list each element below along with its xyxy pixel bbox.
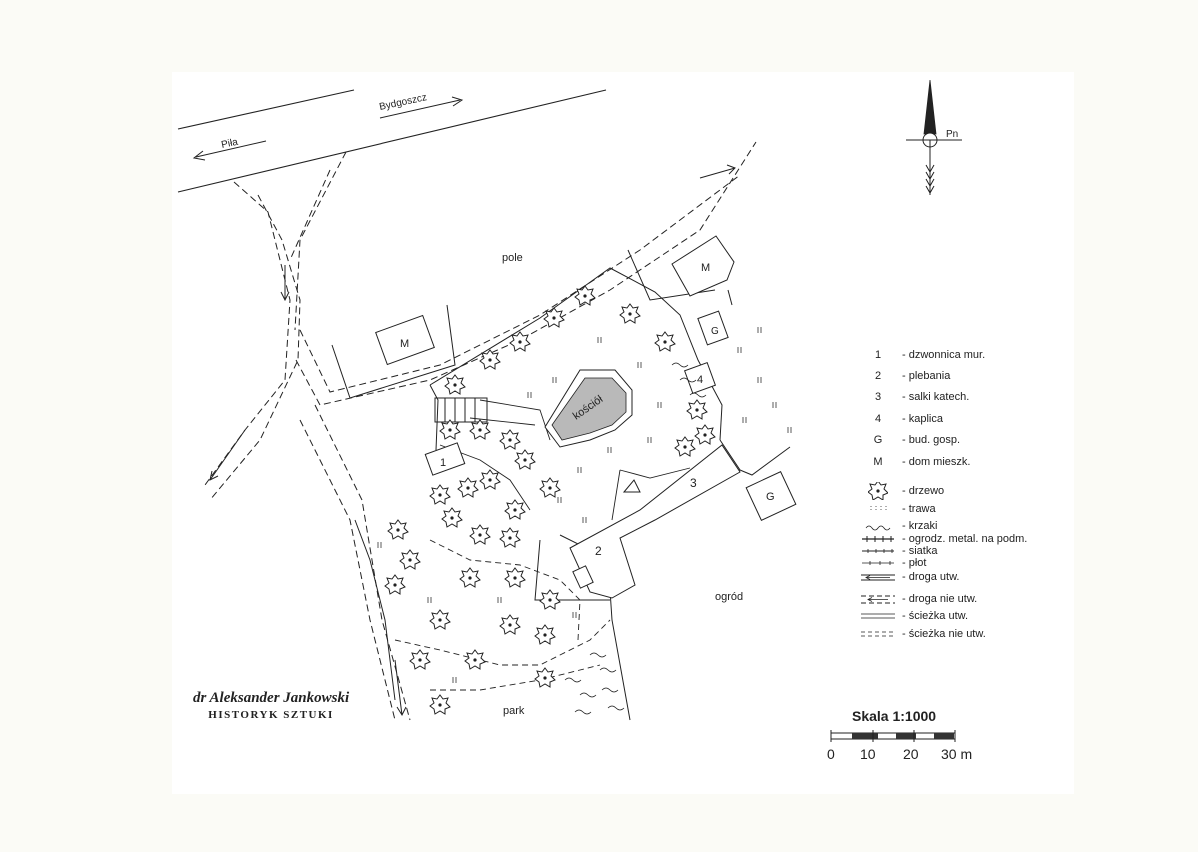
building-2-presbytery xyxy=(569,444,741,599)
road-label-bydgoszcz: Bydgoszcz xyxy=(378,92,428,113)
farm-building-g2 xyxy=(745,470,797,522)
author-title: HISTORYK SZTUKI xyxy=(208,709,334,721)
legend-row-grass: - trawa xyxy=(854,499,936,519)
scale-tick-30: 30 m xyxy=(941,746,973,762)
legend-text-paved-road: - droga utw. xyxy=(902,571,960,583)
building-3-label: 3 xyxy=(690,476,697,490)
legend-text-unpaved-path: - ścieżka nie utw. xyxy=(902,628,986,640)
map-sheet xyxy=(172,72,1074,794)
legend-key-1: 1 xyxy=(874,349,882,361)
field-label: pole xyxy=(502,252,523,264)
legend-row-3: 3 - salki katech. xyxy=(854,387,969,407)
house-m1 xyxy=(375,314,435,366)
scale-tick-0: 0 xyxy=(827,746,835,762)
park-label: park xyxy=(503,705,525,717)
legend-row-4: 4 - kaplica xyxy=(854,409,943,429)
building-4-chapel xyxy=(683,361,717,395)
legend-text-m: - dom mieszk. xyxy=(902,456,971,468)
legend-text-unpaved-road: - droga nie utw. xyxy=(902,593,978,605)
building-4-label: 4 xyxy=(697,374,703,386)
legend-text-metal-fence: - ogrodz. metal. na podm. xyxy=(902,533,1028,545)
building-1-label: 1 xyxy=(440,457,446,469)
legend-text-3: - salki katech. xyxy=(902,391,970,403)
garden-label: ogród xyxy=(715,591,743,603)
scale-ticks: 0 10 20 30 m xyxy=(826,746,986,768)
author-stamp: dr Aleksander Jankowski HISTORYK SZTUKI xyxy=(193,690,349,721)
legend-text-bush: - krzaki xyxy=(902,520,938,532)
paved-road-icon xyxy=(861,574,895,581)
house-m1-label: M xyxy=(400,338,409,350)
legend-text-tree: - drzewo xyxy=(902,485,945,497)
scale-bar: Skala 1:1000 0 10 20 30 m xyxy=(826,708,986,768)
building-1-belfry xyxy=(424,442,466,476)
legend-row-mesh: - siatka xyxy=(854,541,937,561)
legend-text-4: - kaplica xyxy=(902,413,943,425)
tree-icon xyxy=(868,482,888,500)
legend-text-1: - dzwonnica mur. xyxy=(902,349,986,361)
church-building xyxy=(544,369,633,448)
unpaved-path-icon xyxy=(861,631,895,637)
legend-row-unpaved-road: - droga nie utw. xyxy=(854,589,977,609)
legend-key-2: 2 xyxy=(874,370,882,382)
scale-title: Skala 1:1000 xyxy=(852,708,937,724)
unpaved-paths xyxy=(394,539,611,691)
scale-bar-graphic xyxy=(830,730,956,742)
legend-row-unpaved-path: - ścieżka nie utw. xyxy=(854,624,986,644)
legend-row-metal-fence: - ogrodz. metal. na podm. xyxy=(854,529,1027,549)
legend-row-paved-path: - ścieżka utw. xyxy=(854,606,968,626)
north-arrow-icon xyxy=(906,79,962,195)
main-road xyxy=(177,89,607,193)
legend-row-fence: - płot xyxy=(854,553,926,573)
house-fences xyxy=(331,249,733,399)
legend-row-tree: - drzewo xyxy=(854,481,944,501)
author-name: dr Aleksander Jankowski xyxy=(193,690,350,706)
scale-tick-10: 10 xyxy=(860,746,876,762)
paved-path-icon xyxy=(861,613,895,619)
legend-key-4: 4 xyxy=(874,413,882,425)
legend-row-m: M - dom mieszk. xyxy=(854,452,970,472)
house-m2 xyxy=(671,235,735,297)
bush-icon xyxy=(865,525,891,531)
mesh-fence-icon xyxy=(862,549,894,553)
legend-text-fence: - płot xyxy=(902,557,927,569)
building-2-label: 2 xyxy=(595,544,602,558)
fence-icon xyxy=(862,561,894,565)
legend-text-paved-path: - ścieżka utw. xyxy=(902,610,969,622)
road-label-pila: Piła xyxy=(220,137,239,151)
legend-row-1: 1 - dzwonnica mur. xyxy=(854,345,985,365)
direction-arrows xyxy=(209,164,736,717)
north-label: Pn xyxy=(946,129,958,140)
legend-key-m: M xyxy=(873,456,883,468)
bushes xyxy=(564,362,707,715)
legend-key-3: 3 xyxy=(874,391,882,403)
legend-text-g: - bud. gosp. xyxy=(902,434,961,446)
gate-stairs xyxy=(434,397,488,423)
legend-text-mesh: - siatka xyxy=(902,545,938,557)
legend-row-g: G - bud. gosp. xyxy=(854,430,960,450)
farm-g1-label: G xyxy=(711,326,719,337)
farm-building-g1 xyxy=(697,310,729,346)
legend-text-2: - plebania xyxy=(902,370,951,382)
metal-fence-icon xyxy=(862,536,894,542)
grass-icon xyxy=(870,506,887,512)
legend-key-g: G xyxy=(873,434,883,446)
road-arrows xyxy=(192,96,464,161)
mesh-fence xyxy=(354,446,791,721)
legend-row-bush: - krzaki xyxy=(854,516,937,536)
scale-tick-20: 20 xyxy=(903,746,919,762)
legend-row-paved-road: - droga utw. xyxy=(854,567,959,587)
legend-text-grass: - trawa xyxy=(902,503,936,515)
house-m2-label: M xyxy=(701,262,710,274)
unpaved-road-icon xyxy=(861,595,895,604)
farm-g2-label: G xyxy=(766,491,775,503)
legend-row-2: 2 - plebania xyxy=(854,366,950,386)
cross-marker xyxy=(622,479,641,493)
